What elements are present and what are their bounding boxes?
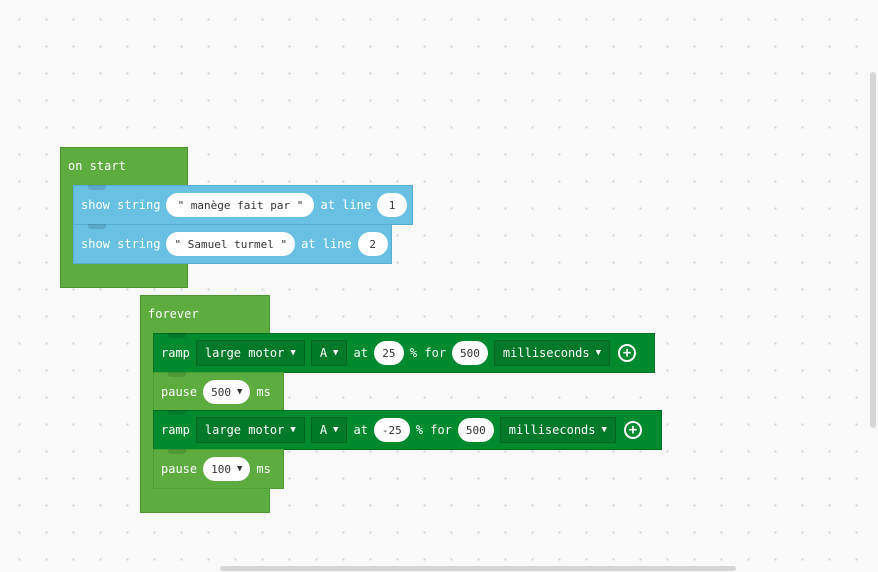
ramp-block-2[interactable]: ramp large motor ▼ A ▼ at -25 % for 500 … xyxy=(153,410,662,450)
chevron-down-icon: ▼ xyxy=(333,425,339,435)
string-input-2[interactable]: " Samuel turmel " xyxy=(166,232,296,256)
block-notch xyxy=(168,333,186,338)
at-label: at xyxy=(353,346,368,360)
block-notch xyxy=(168,410,186,415)
show-string-keyword: show string xyxy=(81,198,161,212)
port-dropdown-1[interactable]: A ▼ xyxy=(310,340,348,366)
show-string-block-2[interactable]: show string " Samuel turmel " at line 2 xyxy=(73,224,392,264)
ms-label: ms xyxy=(256,462,271,476)
show-string-keyword: show string xyxy=(81,237,161,251)
speed-input-2[interactable]: -25 xyxy=(373,418,410,442)
ramp-keyword: ramp xyxy=(161,423,190,437)
block-notch xyxy=(88,185,106,190)
chevron-down-icon: ▼ xyxy=(237,464,243,474)
ramp-keyword: ramp xyxy=(161,346,190,360)
pause-value: 100 xyxy=(211,462,231,476)
chevron-down-icon: ▼ xyxy=(290,425,296,435)
duration-input-1[interactable]: 500 xyxy=(452,341,488,365)
motor-dropdown-1[interactable]: large motor ▼ xyxy=(195,340,305,366)
pause-value-dropdown-2[interactable]: 100 ▼ xyxy=(203,457,251,481)
motor-dropdown-label: large motor xyxy=(204,423,285,437)
pause-keyword: pause xyxy=(161,385,198,399)
line-input-2[interactable]: 2 xyxy=(357,232,388,256)
port-dropdown-2[interactable]: A ▼ xyxy=(310,417,348,443)
pause-value-dropdown-1[interactable]: 500 ▼ xyxy=(203,380,251,404)
chevron-down-icon: ▼ xyxy=(595,348,602,358)
pause-block-2[interactable]: pause 100 ▼ ms xyxy=(153,449,284,489)
unit-dropdown-2[interactable]: milliseconds ▼ xyxy=(499,417,616,443)
forever-label: forever xyxy=(148,307,199,321)
motor-dropdown-2[interactable]: large motor ▼ xyxy=(195,417,305,443)
pause-block-1[interactable]: pause 500 ▼ ms xyxy=(153,372,284,412)
unit-dropdown-label: milliseconds xyxy=(508,423,596,437)
motor-dropdown-label: large motor xyxy=(204,346,285,360)
pause-keyword: pause xyxy=(161,462,198,476)
ms-label: ms xyxy=(256,385,271,399)
unit-dropdown-label: milliseconds xyxy=(502,346,590,360)
chevron-down-icon: ▼ xyxy=(290,348,296,358)
chevron-down-icon: ▼ xyxy=(237,387,243,397)
at-line-label: at line xyxy=(320,198,372,212)
chevron-down-icon: ▼ xyxy=(333,348,339,358)
port-dropdown-label: A xyxy=(319,346,328,360)
show-string-block-1[interactable]: show string " manège fait par " at line … xyxy=(73,185,413,225)
horizontal-scrollbar[interactable] xyxy=(220,566,736,571)
port-dropdown-label: A xyxy=(319,423,328,437)
at-label: at xyxy=(353,423,368,437)
percent-for-label: % for xyxy=(415,423,452,437)
chevron-down-icon: ▼ xyxy=(601,425,607,435)
duration-input-2[interactable]: 500 xyxy=(457,418,494,442)
pause-value: 500 xyxy=(211,385,231,399)
speed-input-1[interactable]: 25 xyxy=(373,341,404,365)
on-start-label: on start xyxy=(68,159,126,173)
string-input-1[interactable]: " manège fait par " xyxy=(166,193,315,217)
percent-for-label: % for xyxy=(409,346,447,360)
block-notch xyxy=(168,372,186,377)
at-line-label: at line xyxy=(301,237,352,251)
add-icon[interactable]: + xyxy=(623,421,642,439)
block-notch xyxy=(168,449,186,454)
add-icon[interactable]: + xyxy=(618,344,637,362)
vertical-scrollbar[interactable] xyxy=(870,72,876,428)
ramp-block-1[interactable]: ramp large motor ▼ A ▼ at 25 % for 500 m… xyxy=(153,333,655,373)
unit-dropdown-1[interactable]: milliseconds ▼ xyxy=(493,340,611,366)
block-notch xyxy=(88,224,106,229)
line-input-1[interactable]: 1 xyxy=(377,193,408,217)
